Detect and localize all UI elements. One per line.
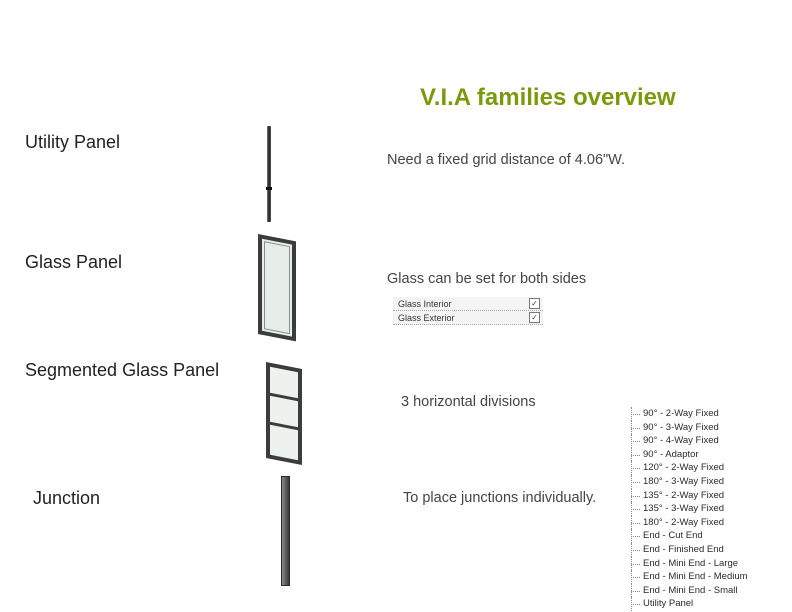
junction-type-item[interactable]: 135° - 2-Way Fixed (628, 488, 778, 503)
glass-option-label: Glass Interior (398, 298, 452, 309)
junction-type-item[interactable]: End - Mini End - Small (628, 583, 778, 598)
junction-type-item[interactable]: 120° - 2-Way Fixed (628, 461, 778, 475)
junction-type-item[interactable]: 90° - 4-Way Fixed (628, 434, 778, 448)
junction-type-item[interactable]: 90° - 3-Way Fixed (628, 420, 778, 435)
junction-type-item[interactable]: 180° - 2-Way Fixed (628, 515, 778, 530)
glass-panel-illustration (258, 234, 296, 342)
junction-type-item[interactable]: End - Cut End (628, 529, 778, 543)
glass-option-label: Glass Exterior (398, 312, 455, 323)
glass-panel-label: Glass Panel (25, 252, 123, 272)
segmented-glass-panel-label: Segmented Glass Panel (25, 360, 220, 380)
page-title: V.I.A families overview (420, 84, 676, 111)
segment-divider (270, 392, 298, 402)
junction-type-item[interactable]: 90° - 2-Way Fixed (628, 407, 778, 421)
junction-note: To place junctions individually. (403, 490, 597, 506)
glass-option-row: Glass Interior ✓ (393, 297, 543, 311)
utility-panel-note: Need a fixed grid distance of 4.06"W. (387, 152, 626, 168)
glass-exterior-checkbox[interactable]: ✓ (529, 312, 540, 323)
utility-panel-label: Utility Panel (25, 132, 121, 152)
junction-type-item[interactable]: End - Mini End - Medium (628, 570, 778, 584)
glass-option-row: Glass Exterior ✓ (393, 311, 543, 325)
junction-type-item[interactable]: 135° - 3-Way Fixed (628, 502, 778, 516)
junction-type-item[interactable]: 90° - Adaptor (628, 447, 778, 462)
segmented-glass-panel-note: 3 horizontal divisions (401, 394, 536, 410)
glass-panel-note: Glass can be set for both sides (387, 271, 587, 287)
utility-panel-connector (266, 187, 272, 190)
glass-interior-checkbox[interactable]: ✓ (529, 298, 540, 309)
junction-type-item[interactable]: End - Mini End - Large (628, 556, 778, 571)
junction-type-item[interactable]: 180° - 3-Way Fixed (628, 474, 778, 489)
junction-type-item[interactable]: Utility Panel (628, 597, 778, 611)
junction-type-item[interactable]: End - Finished End (628, 542, 778, 557)
junction-label: Junction (33, 488, 101, 508)
segmented-glass-panel-illustration (266, 362, 302, 465)
utility-panel-illustration (267, 126, 271, 222)
segment-divider (270, 421, 298, 431)
junction-illustration (281, 476, 290, 586)
glass-options-table: Glass Interior ✓ Glass Exterior ✓ (393, 297, 543, 325)
